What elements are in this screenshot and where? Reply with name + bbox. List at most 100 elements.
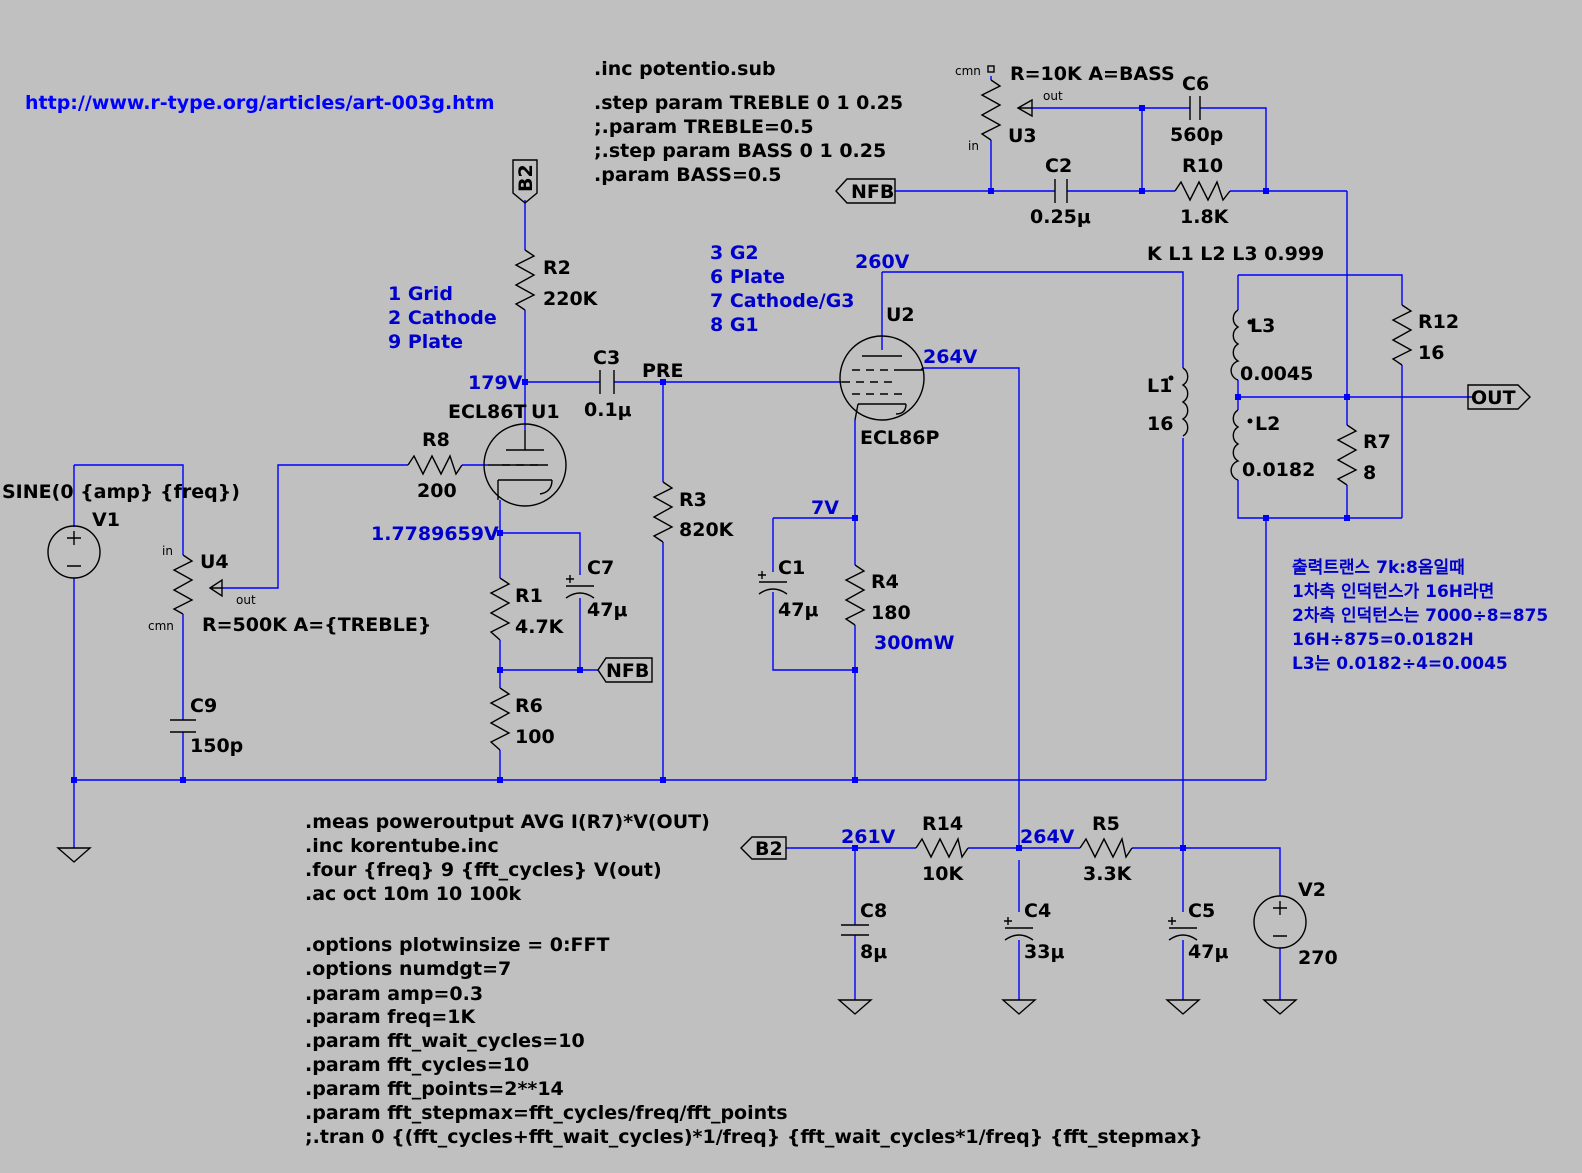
directives-top: .inc potentio.sub .step param TREBLE 0 1… <box>594 58 903 186</box>
r2-value: 220K <box>543 288 599 310</box>
r4-name: R4 <box>871 571 899 593</box>
voltage-264v-plate: 264V <box>923 346 978 368</box>
directive-line: .meas poweroutput AVG I(R7)*V(OUT) <box>305 811 710 833</box>
r14-name: R14 <box>922 813 963 835</box>
c3-name: C3 <box>593 347 620 369</box>
l2-value: 0.0182 <box>1242 459 1315 481</box>
u2-model: ECL86P <box>860 427 939 449</box>
u2-name: U2 <box>886 304 915 326</box>
resistor-r12 <box>1391 304 1413 366</box>
net-label-b2-top: B2 <box>515 164 537 192</box>
source-v1[interactable] <box>47 525 101 579</box>
v1-name: V1 <box>92 509 120 531</box>
source-v2[interactable] <box>1253 895 1307 949</box>
svg-text:출력트랜스 7k:8옴일때: 출력트랜스 7k:8옴일때 <box>1292 558 1465 578</box>
resistors <box>407 180 1413 859</box>
u3-value: R=10K A=BASS <box>1010 63 1175 85</box>
pin-notes-u2: 3 G2 6 Plate 7 Cathode/G3 8 G1 <box>710 242 855 336</box>
r3-value: 820K <box>679 519 735 541</box>
r4-value: 180 <box>871 602 911 624</box>
c3-value: 0.1μ <box>584 399 632 421</box>
capacitor-c4 <box>1004 917 1034 941</box>
r6-value: 100 <box>515 726 555 748</box>
l1-value: 16 <box>1147 413 1173 435</box>
flag-out <box>1467 384 1531 410</box>
tube-u2[interactable] <box>839 335 925 421</box>
svg-text:7 Cathode/G3: 7 Cathode/G3 <box>710 290 855 312</box>
directive-line: .param fft_wait_cycles=10 <box>305 1030 585 1052</box>
capacitor-c6 <box>1189 96 1201 120</box>
u4-pin-cmn: cmn <box>148 619 174 633</box>
resistor-r1 <box>489 577 511 641</box>
flag-b2-bottom <box>740 836 787 860</box>
v2-value: 270 <box>1298 947 1338 969</box>
u1-model: ECL86T <box>448 401 526 423</box>
resistor-r6 <box>489 687 511 751</box>
tube-u1[interactable] <box>483 423 567 507</box>
voltage-260v: 260V <box>855 251 910 273</box>
capacitor-c8 <box>841 924 869 936</box>
resistor-r4 <box>844 564 866 626</box>
wires <box>73 76 1472 1000</box>
net-label-nfb-top: NFB <box>851 181 894 203</box>
r5-value: 3.3K <box>1083 863 1133 885</box>
c6-name: C6 <box>1182 73 1209 95</box>
directive-line: .options plotwinsize = 0:FFT <box>305 934 610 956</box>
svg-text:16H÷875=0.0182H: 16H÷875=0.0182H <box>1292 630 1474 650</box>
r2-name: R2 <box>543 257 571 279</box>
svg-text:9 Plate: 9 Plate <box>388 331 463 353</box>
capacitor-c7 <box>565 575 595 599</box>
c1-name: C1 <box>778 557 805 579</box>
potentiometer-u3[interactable] <box>980 65 1033 141</box>
text-layer: http://www.r-type.org/articles/art-003g.… <box>2 58 1548 1148</box>
voltage-7v: 7V <box>811 497 839 519</box>
u3-pin-in: in <box>968 139 979 153</box>
r7-value: 8 <box>1363 462 1376 484</box>
directives-bottom: .meas poweroutput AVG I(R7)*V(OUT) .inc … <box>305 811 1203 1148</box>
u4-pin-in: in <box>162 544 173 558</box>
resistor-r5 <box>1079 836 1133 859</box>
r5-name: R5 <box>1092 813 1120 835</box>
voltage-1-7789659v: 1.7789659V <box>371 523 499 545</box>
c5-value: 47μ <box>1188 941 1228 963</box>
svg-text:3 G2: 3 G2 <box>710 242 759 264</box>
r1-value: 4.7K <box>515 616 565 638</box>
directive-line: .param BASS=0.5 <box>594 164 782 186</box>
net-flags <box>512 159 1531 860</box>
r8-value: 200 <box>417 480 457 502</box>
c9-value: 150p <box>190 735 243 757</box>
inductors <box>1168 309 1253 481</box>
directive-line: .param amp=0.3 <box>305 983 483 1005</box>
capacitor-c1 <box>758 571 788 595</box>
directive-line: .param fft_cycles=10 <box>305 1054 529 1076</box>
c4-name: C4 <box>1024 900 1051 922</box>
l2-name: L2 <box>1255 413 1280 435</box>
r10-name: R10 <box>1182 155 1223 177</box>
resistor-r2 <box>514 249 536 311</box>
inductor-l3 <box>1230 309 1240 381</box>
resistor-r3 <box>652 481 674 543</box>
directive-line: .step param TREBLE 0 1 0.25 <box>594 92 903 114</box>
directive-line: .options numdgt=7 <box>305 958 511 980</box>
capacitor-c2 <box>1054 179 1068 203</box>
svg-text:1차측 인덕턴스가 16H라면: 1차측 인덕턴스가 16H라면 <box>1292 582 1494 602</box>
potentiometer-u4[interactable] <box>172 554 223 615</box>
l3-name: L3 <box>1250 315 1275 337</box>
coupling-directive: K L1 L2 L3 0.999 <box>1147 243 1324 265</box>
c2-value: 0.25μ <box>1030 206 1091 228</box>
u4-value: R=500K A={TREBLE} <box>202 614 431 636</box>
capacitor-c9 <box>170 719 196 733</box>
net-label-nfb-mid: NFB <box>606 660 649 682</box>
junctions <box>71 105 1350 851</box>
resistor-r14 <box>915 836 969 859</box>
u4-name: U4 <box>200 551 229 573</box>
directive-line: ;.step param BASS 0 1 0.25 <box>594 140 886 162</box>
voltage-179v: 179V <box>468 372 523 394</box>
svg-text:1 Grid: 1 Grid <box>388 283 453 305</box>
c8-value: 8μ <box>860 941 887 963</box>
c5-name: C5 <box>1188 900 1215 922</box>
flag-nfb-mid <box>597 657 653 683</box>
l3-value: 0.0045 <box>1240 363 1313 385</box>
directive-line: .param fft_stepmax=fft_cycles/freq/fft_p… <box>305 1102 788 1124</box>
